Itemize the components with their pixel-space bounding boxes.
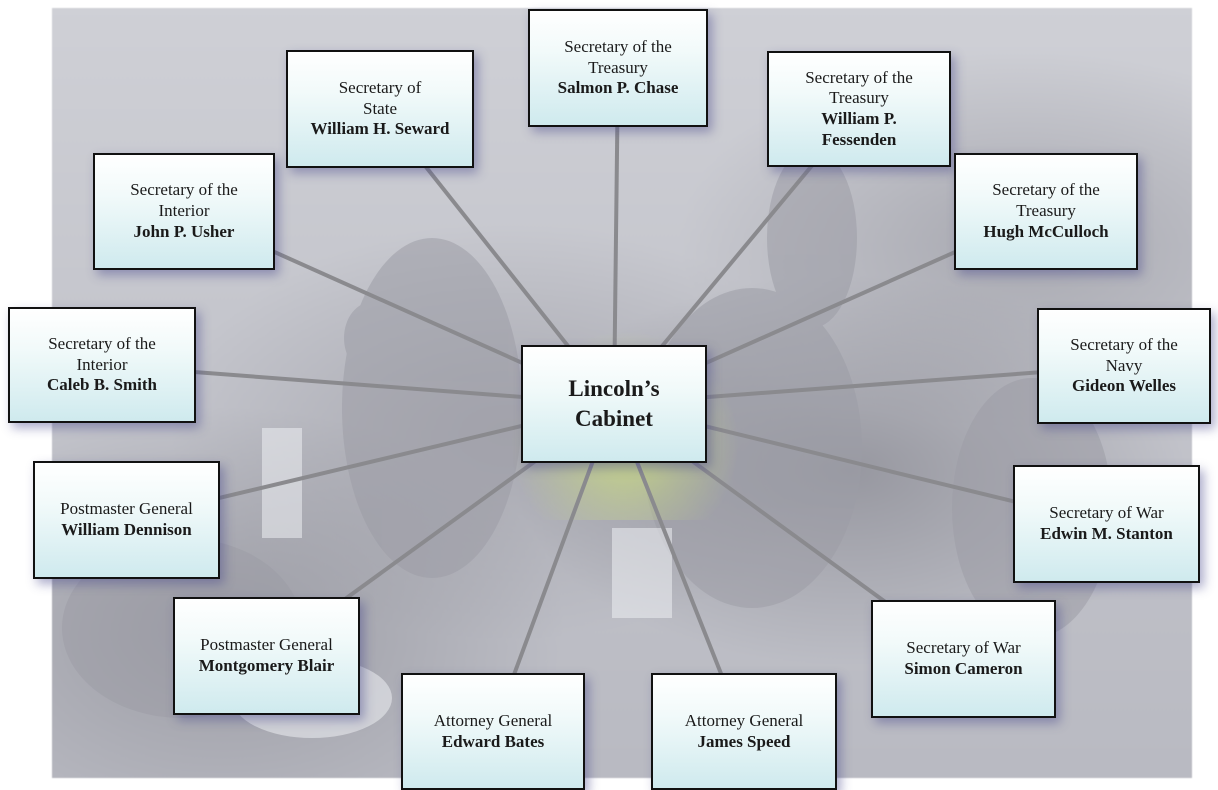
node-war-stanton: Secretary of War Edwin M. Stanton [1013,465,1200,583]
node-attorney-bates: Attorney General Edward Bates [401,673,585,790]
center-title-line2: Cabinet [575,406,653,431]
node-role: Postmaster General [60,499,193,519]
node-person: William P. [821,109,897,128]
node-person: William Dennison [61,520,192,539]
node-role: Treasury [588,57,648,77]
node-person: Hugh McCulloch [983,221,1109,241]
node-role: Secretary of [338,77,422,97]
node-role: Secretary of the [1070,334,1178,354]
node-person: Caleb B. Smith [46,375,158,395]
node-role: Secretary of the [805,67,913,87]
node-role: Secretary of the [992,180,1100,200]
node-person: Salmon P. Chase [557,78,679,98]
node-role: Secretary of War [1049,503,1164,523]
node-treasury-fessenden: Secretary of the Treasury William P. Fes… [767,51,951,167]
center-node: Lincoln’s Cabinet [521,345,707,463]
node-role: Treasury [1016,201,1076,221]
node-navy-welles: Secretary of the Navy Gideon Welles [1037,308,1211,424]
node-person: Edwin M. Stanton [1040,524,1173,543]
node-postmaster-blair: Postmaster General Montgomery Blair [173,597,360,715]
node-person: Fessenden [821,129,897,149]
node-role: Attorney General [433,710,553,730]
node-interior-smith: Secretary of the Interior Caleb B. Smith [8,307,196,423]
node-role: Secretary of War [906,638,1021,658]
node-role: Secretary of the [130,180,238,200]
node-person: Montgomery Blair [198,656,335,675]
node-treasury-mcculloch: Secretary of the Treasury Hugh McCulloch [954,153,1138,270]
node-person: John P. Usher [133,221,235,241]
node-interior-usher: Secretary of the Interior John P. Usher [93,153,275,270]
node-role: Attorney General [684,710,804,730]
center-title-line1: Lincoln’s [568,376,660,402]
node-war-cameron: Secretary of War Simon Cameron [871,600,1056,718]
node-role: Navy [1105,355,1143,375]
node-treasury-chase: Secretary of the Treasury Salmon P. Chas… [528,9,708,127]
node-role: Treasury [829,88,889,108]
node-state-seward: Secretary of State William H. Seward [286,50,474,168]
node-person: Simon Cameron [904,659,1023,678]
node-role: Secretary of the [564,36,672,56]
node-attorney-speed: Attorney General James Speed [651,673,837,790]
node-role: Interior [158,201,210,221]
node-person: James Speed [697,731,791,751]
node-role: State [363,98,397,118]
node-role: Postmaster General [200,635,333,655]
node-role: Interior [76,354,128,374]
node-person: Gideon Welles [1071,376,1177,396]
node-person: Edward Bates [441,731,545,751]
node-postmaster-dennison: Postmaster General William Dennison [33,461,220,579]
node-person: William H. Seward [310,119,450,139]
node-role: Secretary of the [48,333,156,353]
